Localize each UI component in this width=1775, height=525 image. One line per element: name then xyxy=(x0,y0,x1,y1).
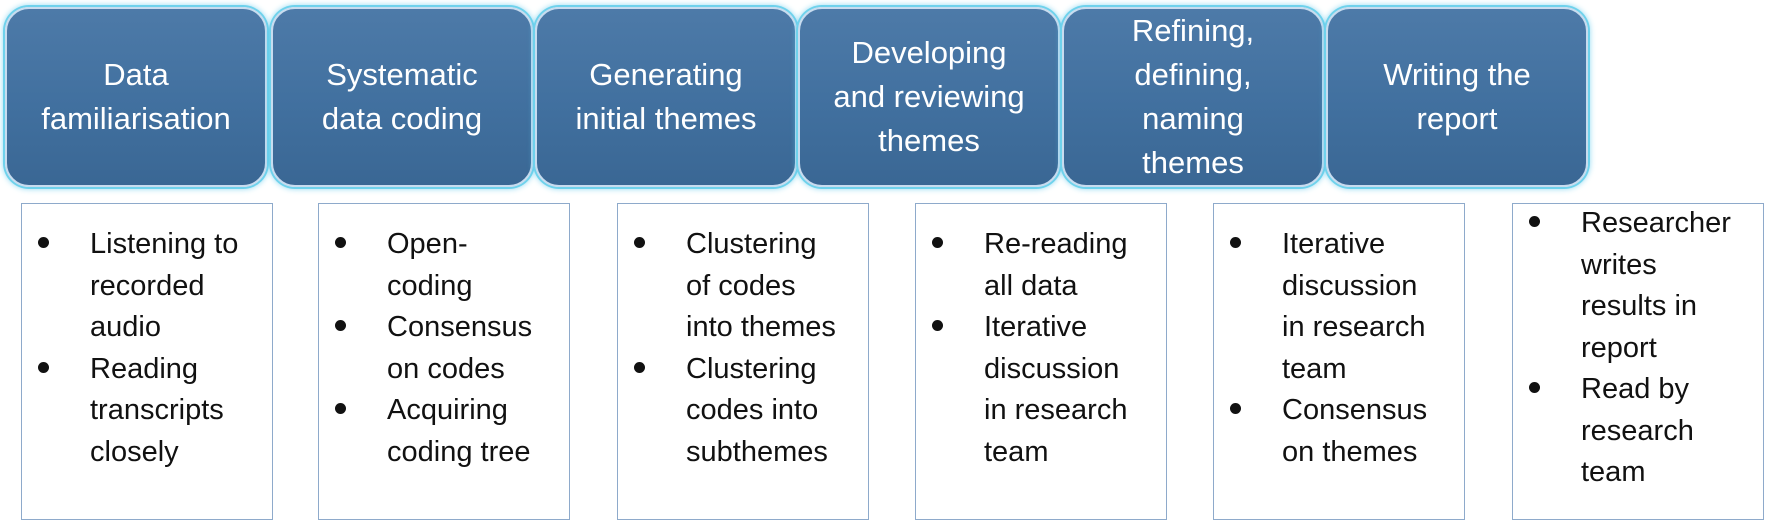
activity-text-line: in research xyxy=(984,394,1128,426)
activity-text-line: writes xyxy=(1581,248,1657,281)
stage-title: Generating initial themes xyxy=(575,57,757,136)
activity-text-line: report xyxy=(1581,331,1657,364)
stage-header: Refining, defining, naming themes xyxy=(1062,7,1324,187)
stage-header: Writing the report xyxy=(1326,7,1588,187)
activity-text-line: Researcher xyxy=(1581,207,1731,239)
activity-text-line: discussion xyxy=(984,352,1120,385)
bullet-icon xyxy=(634,237,645,248)
activity-text-line: Clustering xyxy=(686,228,817,260)
activity-text-line: Iterative xyxy=(1282,228,1386,260)
activity-text-line: recorded xyxy=(90,269,205,302)
activity-text-line: Acquiring xyxy=(387,394,508,426)
activity-text-line: Consensus xyxy=(387,311,533,343)
activity-text-line: closely xyxy=(90,435,179,468)
stage-activity-item: Acquiring coding tree xyxy=(319,390,569,473)
bullet-icon xyxy=(1230,403,1241,414)
bullet-icon xyxy=(1529,382,1540,393)
activity-text-line: into themes xyxy=(686,311,836,343)
stage-title: Developing and reviewing themes xyxy=(833,35,1025,158)
activity-text-line: subthemes xyxy=(686,435,828,468)
stage-header: Generating initial themes xyxy=(535,7,797,187)
activity-text-line: in research xyxy=(1282,311,1426,343)
stage-header: Systematic data coding xyxy=(271,7,533,187)
bullet-icon xyxy=(932,320,943,331)
stage-activity-item: Researcher writes results in report xyxy=(1513,203,1763,369)
bullet-icon xyxy=(335,403,346,414)
activity-text-line: Re-reading xyxy=(984,228,1128,260)
activity-text-line: Listening to xyxy=(90,228,239,260)
stage-title: Refining, defining, naming themes xyxy=(1131,13,1255,180)
bullet-icon xyxy=(634,361,645,373)
bullet-icon xyxy=(1230,237,1241,248)
stage-activity-item: Read by research team xyxy=(1513,369,1763,494)
activity-text-line: coding tree xyxy=(387,435,531,468)
stage-activity-item: Consensus on themes xyxy=(1214,390,1464,473)
activity-text-line: of codes xyxy=(686,269,796,302)
activity-text-line: results in xyxy=(1581,290,1698,322)
stage-title: Systematic data coding xyxy=(321,57,483,136)
stage-activity-item: Listening to recorded audio xyxy=(22,224,272,349)
stage-activity-item: Clustering codes into subthemes xyxy=(618,349,868,474)
stage-title: Data familiarisation xyxy=(41,57,231,136)
activity-text-line: Open- xyxy=(387,228,468,260)
activity-text-line: research xyxy=(1581,414,1694,447)
stage-header: Developing and reviewing themes xyxy=(798,7,1060,187)
stage-activity-item: Clustering of codes into themes xyxy=(618,224,868,349)
stage-header: Data familiarisation xyxy=(5,7,267,187)
activity-text-line: all data xyxy=(984,269,1078,302)
stage-activity-item: Consensus on codes xyxy=(319,307,569,390)
activity-text-line: audio xyxy=(90,311,161,343)
activity-text-line: team xyxy=(1282,352,1347,385)
activity-text-line: Consensus xyxy=(1282,394,1428,426)
bullet-icon xyxy=(932,237,943,248)
bullet-icon xyxy=(335,237,346,248)
stage-activity-item: Re-reading all data xyxy=(916,224,1166,307)
stage-title: Writing the report xyxy=(1383,57,1531,136)
activity-text-line: on codes xyxy=(387,352,505,385)
activity-text-line: discussion xyxy=(1282,269,1418,302)
activity-text-line: codes into xyxy=(686,394,819,426)
activity-text-line: transcripts xyxy=(90,394,224,426)
activity-text-line: team xyxy=(1581,456,1646,488)
activity-text-line: coding xyxy=(387,269,473,302)
stage-activity-item: Iterative discussion in research team xyxy=(1214,224,1464,390)
activity-text-line: Iterative xyxy=(984,311,1088,343)
bullet-icon xyxy=(1529,216,1540,227)
activity-text-line: Clustering xyxy=(686,352,817,385)
activity-text-line: on themes xyxy=(1282,435,1418,468)
stage-activity-item: Iterative discussion in research team xyxy=(916,307,1166,473)
bullet-icon xyxy=(335,320,346,331)
stage-activity-item: Reading transcripts closely xyxy=(22,349,272,474)
activity-text-line: Reading xyxy=(90,352,199,385)
bullet-icon xyxy=(38,361,49,373)
stage-activity-item: Open-coding xyxy=(319,224,569,307)
activity-text-line: team xyxy=(984,435,1049,468)
activity-text-line: Read by xyxy=(1581,373,1690,405)
bullet-icon xyxy=(38,237,49,248)
